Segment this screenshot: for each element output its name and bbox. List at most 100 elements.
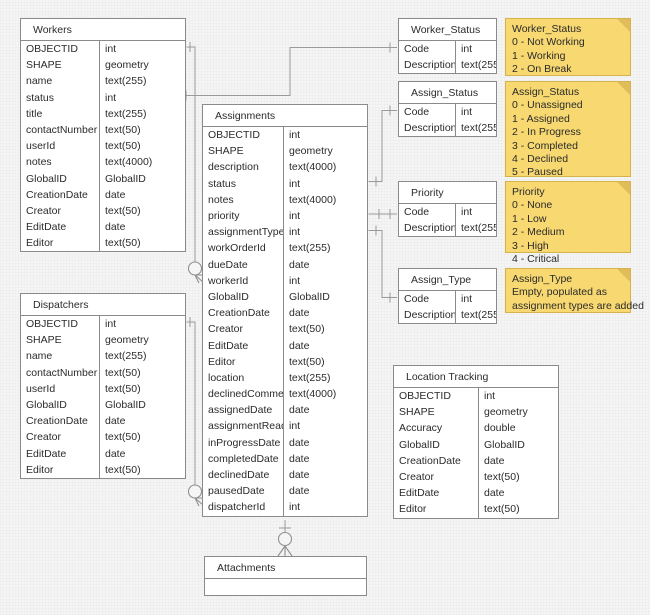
field-name: description	[208, 161, 259, 174]
field-name: EditDate	[208, 339, 249, 352]
field-name: userId	[26, 382, 56, 395]
field-type: geometry	[283, 143, 367, 160]
field-name: status	[208, 177, 237, 190]
field-type: int	[283, 127, 367, 144]
field-name: GlobalID	[26, 399, 67, 412]
field-name: Accuracy	[399, 422, 443, 435]
field-name: location	[208, 371, 245, 384]
field-type: int	[99, 316, 185, 333]
field-name: CreationDate	[399, 454, 461, 467]
field-type: text(4000)	[283, 191, 367, 208]
note-fold-icon	[617, 182, 630, 195]
field-type: int	[455, 291, 496, 308]
field-name: title	[26, 107, 43, 120]
field-type: text(50)	[283, 321, 367, 338]
note-line: 2 - Medium	[512, 226, 565, 239]
entity-field-row: userId text(50)	[21, 380, 185, 397]
entity-field-row: declinedCommenttext(4000)	[203, 386, 367, 403]
field-type: text(50)	[99, 380, 185, 397]
field-name: Code	[404, 106, 430, 119]
note-line: 0 - Unassigned	[512, 99, 583, 112]
field-name: contactNumber	[26, 366, 98, 379]
field-name: Creator	[399, 471, 435, 484]
field-name: SHAPE	[26, 334, 62, 347]
field-name: Editor	[26, 237, 54, 250]
field-type: text(255)	[99, 73, 185, 90]
entity-field-row: workOrderId text(255)	[203, 240, 367, 257]
field-type: text(255)	[283, 369, 367, 386]
field-name: Creator	[208, 323, 244, 336]
field-type: GlobalID	[99, 396, 185, 414]
field-name: name	[26, 75, 53, 88]
entity-field-row: GlobalID GlobalID	[21, 396, 185, 414]
note-fold-icon	[617, 19, 630, 32]
note-title: Priority	[512, 186, 545, 198]
field-type: text(4000)	[283, 159, 367, 176]
field-type: int	[455, 104, 496, 121]
field-type: date	[283, 402, 367, 419]
field-type: date	[283, 434, 367, 451]
field-type: text(255)	[455, 307, 496, 324]
entity-attachments[interactable]: Attachments	[204, 556, 367, 596]
entity-title-location_tracking: Location Tracking	[394, 366, 558, 388]
field-type: geometry	[478, 404, 558, 421]
field-name: Editor	[208, 355, 236, 368]
note-title: Assign_Type	[512, 273, 573, 285]
field-type: int	[99, 41, 185, 58]
field-type: text(255)	[283, 240, 367, 257]
field-name: EditDate	[26, 221, 67, 234]
entity-title-assignments: Assignments	[203, 105, 367, 127]
field-name: workOrderId	[208, 242, 266, 255]
field-type: date	[99, 445, 185, 462]
field-type: text(255)	[455, 57, 496, 74]
field-name: status	[26, 91, 55, 104]
field-type: int	[283, 499, 367, 516]
field-type: date	[283, 256, 367, 273]
field-name: dueDate	[208, 258, 248, 271]
field-name: notes	[26, 156, 52, 169]
field-name: SHAPE	[26, 59, 62, 72]
field-type: int	[283, 224, 367, 241]
entity-title-priority: Priority	[399, 182, 496, 204]
field-type: text(50)	[99, 202, 185, 220]
entity-field-row: name text(255)	[21, 73, 185, 90]
note-fold-icon	[617, 82, 630, 95]
field-type: text(50)	[478, 501, 558, 518]
